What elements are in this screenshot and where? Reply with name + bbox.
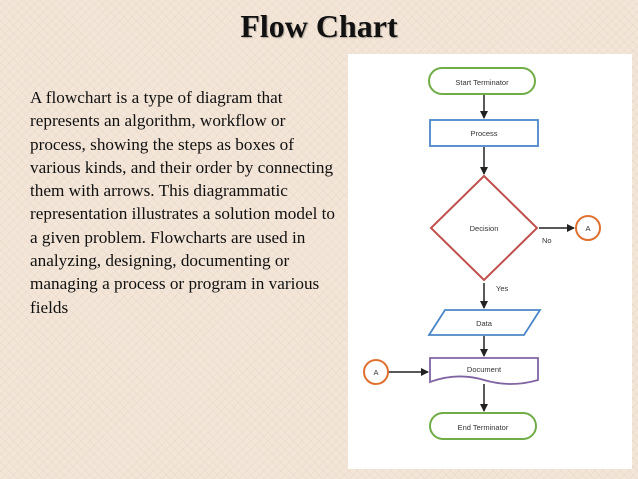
no-branch-label: No [542, 236, 552, 245]
process-label: Process [470, 129, 497, 138]
end-terminator-shape [429, 412, 537, 440]
connector-right-label: A [585, 224, 590, 233]
connector-left-shape [363, 359, 389, 385]
document-label: Document [467, 365, 502, 374]
yes-branch-label: Yes [496, 284, 508, 293]
data-shape [427, 309, 542, 336]
slide-title: Flow Chart [240, 8, 398, 44]
flowchart-diagram: Start Terminator Process Decision No A Y… [348, 54, 632, 469]
start-terminator-label: Start Terminator [455, 78, 509, 87]
document-shape [429, 357, 539, 385]
flowchart-svg: Start Terminator Process Decision No A Y… [363, 67, 601, 440]
connector-left-label: A [373, 368, 378, 377]
end-terminator-label: End Terminator [458, 423, 509, 432]
connector-right-shape [575, 215, 601, 241]
start-terminator-shape [428, 67, 536, 95]
slide-body-text: A flowchart is a type of diagram that re… [30, 88, 336, 317]
decision-label: Decision [470, 224, 499, 233]
process-shape [429, 119, 539, 147]
data-label: Data [476, 319, 493, 328]
decision-shape [429, 174, 539, 282]
